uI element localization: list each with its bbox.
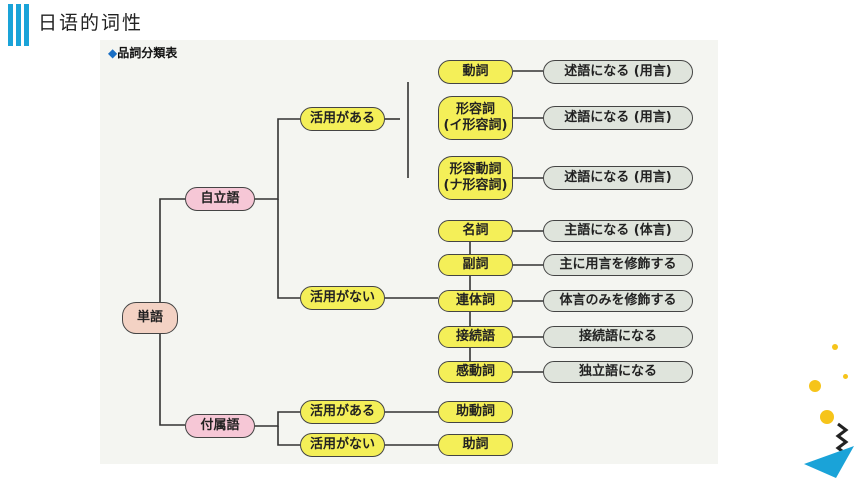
node-aux-verb: 助動詞: [438, 401, 513, 423]
node-verb: 動詞: [438, 60, 513, 84]
node-conjugating: 活用がある: [300, 107, 385, 131]
decor-dot-small: [832, 344, 838, 350]
node-conjunction: 接続語: [438, 326, 513, 348]
node-dependent: 付属語: [185, 414, 255, 438]
node-adjectival-verb: 形容動詞 (ナ形容詞): [438, 156, 513, 200]
role-conjunction: 接続語になる: [543, 326, 693, 348]
node-noun: 名詞: [438, 220, 513, 242]
slide-title: 日语的词性: [38, 12, 144, 34]
figure-label-text: 品詞分類表: [117, 46, 178, 60]
role-noun: 主語になる (体言): [543, 220, 693, 242]
role-adjective: 述語になる (用言): [543, 106, 693, 130]
adjective-line1: 形容詞: [455, 101, 495, 117]
role-adjectival-verb: 述語になる (用言): [543, 166, 693, 190]
adjective-line2: (イ形容詞): [443, 118, 508, 133]
node-independent: 自立語: [185, 187, 255, 211]
role-verb: 述語になる (用言): [543, 60, 693, 84]
node-interjection: 感動詞: [438, 361, 513, 383]
decor-triangle-icon: [804, 422, 854, 478]
node-adnominal: 連体詞: [438, 290, 513, 312]
node-root: 単語: [122, 302, 178, 334]
adjectival-verb-line2: (ナ形容詞): [443, 178, 508, 193]
diamond-marker-icon: ◆: [108, 46, 118, 60]
title-accent-bars: [8, 4, 30, 46]
node-adverb: 副詞: [438, 254, 513, 276]
role-interjection: 独立語になる: [543, 361, 693, 383]
node-adjective: 形容詞 (イ形容詞): [438, 96, 513, 140]
role-adnominal: 体言のみを修飾する: [543, 290, 693, 312]
figure-label: ◆品詞分類表: [108, 44, 177, 61]
decor-dot-large: [820, 410, 834, 424]
classification-figure: ◆品詞分類表 単語 自立語 付属語 活用がある 活用がない 活用がある 活用がな…: [100, 40, 718, 464]
node-dep-non-conjugating: 活用がない: [300, 433, 385, 457]
node-dep-conjugating: 活用がある: [300, 400, 385, 424]
role-adverb: 主に用言を修飾する: [543, 254, 693, 276]
decor-dot-tiny: [843, 374, 848, 379]
node-particle: 助詞: [438, 434, 513, 456]
decor-dot-medium: [809, 380, 821, 392]
adjectival-verb-line1: 形容動詞: [449, 161, 502, 177]
node-non-conjugating: 活用がない: [300, 286, 385, 310]
connector-lines: [155, 70, 543, 446]
